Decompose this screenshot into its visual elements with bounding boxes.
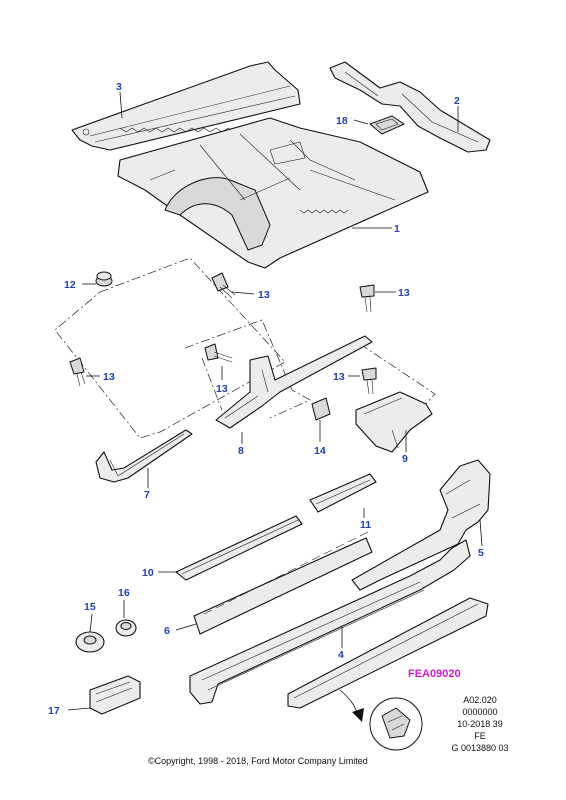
callout-1[interactable]: 1: [394, 223, 400, 235]
callout-16[interactable]: 16: [118, 587, 130, 599]
bolt-13-a[interactable]: [211, 272, 236, 299]
callout-13e[interactable]: 13: [333, 371, 345, 383]
callout-13a[interactable]: 13: [258, 289, 270, 301]
part-7-scuff-bracket[interactable]: [95, 429, 193, 483]
callout-2[interactable]: 2: [454, 95, 460, 107]
bolt-13-b[interactable]: [359, 284, 375, 313]
callout-labels: 3 2 18 1 12 13 13 13 13 13 8 14 9 7 11 5…: [48, 81, 484, 717]
copyright-footer: ©Copyright, 1998 - 2018, Ford Motor Comp…: [148, 756, 368, 766]
reference-line-4: FE: [474, 731, 486, 741]
callout-8[interactable]: 8: [238, 445, 244, 457]
assembly-outlines: [54, 257, 436, 439]
part-1-floor-pan[interactable]: [117, 117, 429, 269]
callout-18[interactable]: 18: [336, 115, 348, 127]
callout-4[interactable]: 4: [338, 649, 344, 661]
part-17-pad[interactable]: [89, 675, 141, 715]
part-12-clip[interactable]: [95, 271, 113, 287]
reference-block: A02.020 0000000 10-2018 39 FE G 0013880 …: [440, 694, 520, 754]
part-14-clip[interactable]: [311, 397, 331, 421]
figure-code: FEA09020: [408, 668, 461, 680]
part-11-scuff-plate[interactable]: [309, 473, 377, 513]
part-18-bracket[interactable]: [369, 115, 405, 135]
reference-line-1: A02.020: [463, 695, 497, 705]
bolt-13-c[interactable]: [69, 357, 86, 387]
callout-17[interactable]: 17: [48, 705, 60, 717]
part-9-bracket[interactable]: [355, 391, 433, 453]
callout-13c[interactable]: 13: [103, 371, 115, 383]
part-16-plug[interactable]: [115, 619, 137, 637]
callout-10[interactable]: 10: [142, 567, 154, 579]
reference-line-3: 10-2018 39: [457, 719, 503, 729]
callout-14[interactable]: 14: [314, 445, 326, 457]
callout-5[interactable]: 5: [478, 547, 484, 559]
leader-lines: [67, 91, 483, 711]
part-6-sill-trim[interactable]: [193, 531, 373, 635]
callout-11[interactable]: 11: [360, 519, 371, 531]
bolt-13-e[interactable]: [361, 367, 377, 395]
part-8-sill-bracket[interactable]: [215, 335, 373, 429]
bolt-13-d[interactable]: [204, 343, 233, 363]
part-3-sill-rail[interactable]: [71, 61, 301, 151]
detail-view: [339, 689, 423, 751]
reference-line-5: G 0013880 03: [451, 743, 509, 753]
part-10-scuff-plate[interactable]: [175, 515, 303, 581]
callout-12[interactable]: 12: [64, 279, 76, 291]
callout-15[interactable]: 15: [84, 601, 96, 613]
part-4-outer-sill[interactable]: [189, 539, 471, 705]
reference-line-2: 0000000: [462, 707, 498, 717]
callout-13b[interactable]: 13: [398, 287, 410, 299]
part-15-grommet[interactable]: [75, 631, 105, 653]
part-inner-sill[interactable]: [287, 597, 489, 709]
callout-7[interactable]: 7: [144, 489, 150, 501]
part-2-cross-member[interactable]: [329, 61, 491, 153]
part-5-pillar-rocker[interactable]: [351, 459, 491, 591]
callout-13d[interactable]: 13: [216, 383, 228, 395]
callout-6[interactable]: 6: [164, 625, 170, 637]
callout-9[interactable]: 9: [402, 453, 408, 465]
callout-3[interactable]: 3: [116, 81, 122, 93]
